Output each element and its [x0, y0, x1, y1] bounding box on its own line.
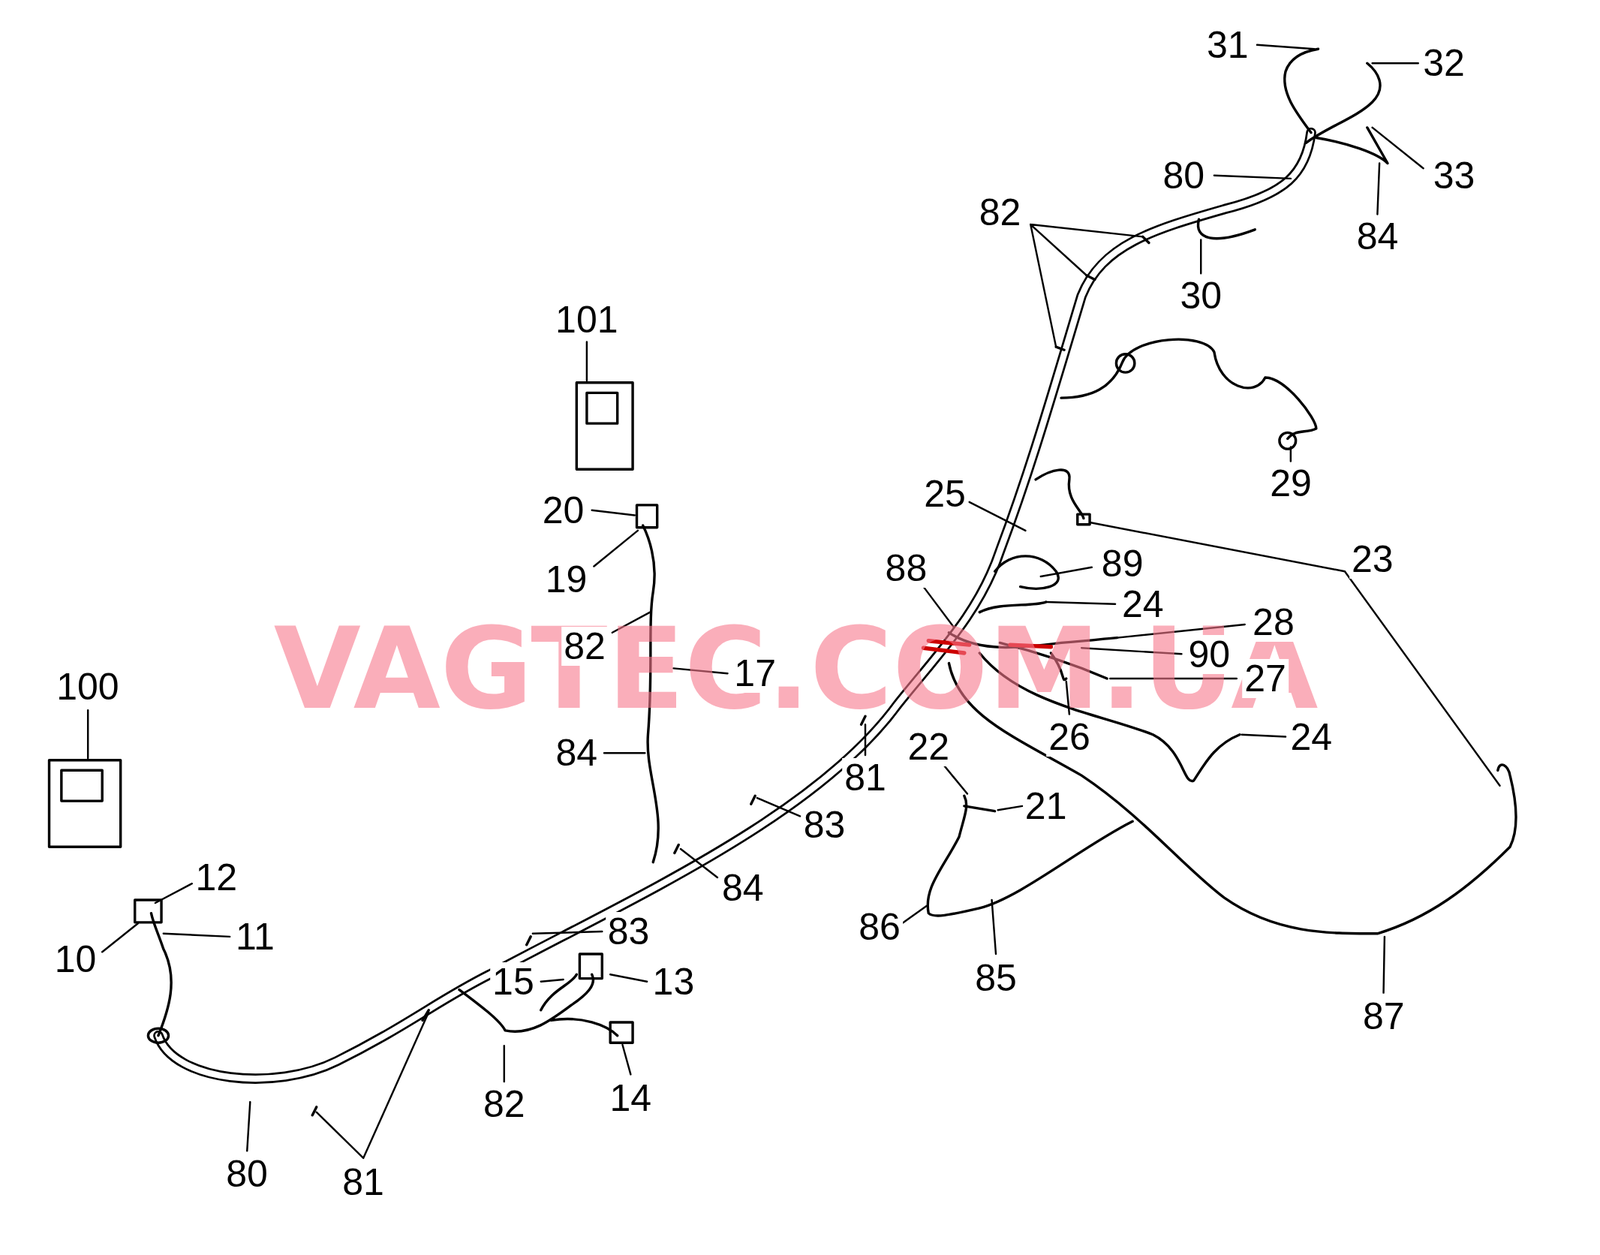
- callout-number: 84: [1354, 216, 1402, 256]
- callout-number: 24: [1119, 584, 1167, 624]
- callout-number: 80: [223, 1154, 271, 1194]
- callout-number: 83: [801, 805, 849, 845]
- callout-number: 14: [607, 1078, 654, 1118]
- callout-number: 33: [1431, 156, 1478, 196]
- callout-number: 13: [650, 962, 698, 1002]
- callout-number: 86: [856, 907, 903, 947]
- callout-number: 25: [921, 474, 969, 514]
- callout-number: 29: [1267, 463, 1315, 503]
- callout-number: 81: [842, 757, 889, 797]
- callout-number: 24: [1287, 717, 1335, 757]
- callout-number: 90: [1185, 634, 1233, 674]
- callout-number: 19: [543, 559, 590, 599]
- callout-number: 82: [481, 1084, 528, 1124]
- callout-number: 85: [972, 958, 1020, 998]
- callout-number: 30: [1178, 276, 1225, 316]
- callout-number: 100: [54, 667, 121, 707]
- callout-number: 20: [540, 490, 587, 530]
- callout-number: 101: [553, 300, 620, 340]
- callout-number: 32: [1420, 43, 1468, 83]
- callout-number: 15: [490, 962, 537, 1002]
- callout-number: 27: [1242, 658, 1289, 698]
- callout-number: 88: [883, 548, 930, 588]
- callout-number: 83: [605, 911, 653, 951]
- callout-number: 31: [1204, 25, 1252, 65]
- callout-number: 84: [719, 868, 767, 908]
- watermark: VAGTEC.COM.UA: [273, 612, 1318, 725]
- callout-number: 82: [561, 626, 608, 666]
- callout-number: 17: [731, 653, 779, 693]
- callout-number: 10: [52, 939, 100, 979]
- callout-number: 21: [1022, 786, 1070, 826]
- callout-number: 84: [553, 733, 600, 773]
- branch-wires: [49, 48, 1516, 1116]
- callout-number: 12: [192, 857, 240, 897]
- leader-lines: [87, 45, 1500, 1158]
- callout-number: 82: [977, 192, 1024, 232]
- callout-number: 23: [1349, 539, 1396, 579]
- callout-number: 81: [339, 1162, 387, 1202]
- callout-number: 26: [1046, 717, 1093, 757]
- main-harness: [158, 132, 1312, 1079]
- callout-number: 28: [1250, 602, 1297, 642]
- callout-number: 89: [1099, 544, 1146, 584]
- callout-number: 22: [905, 727, 953, 767]
- callout-number: 87: [1360, 996, 1408, 1036]
- callout-number: 80: [1160, 156, 1207, 196]
- callout-number: 11: [233, 917, 277, 957]
